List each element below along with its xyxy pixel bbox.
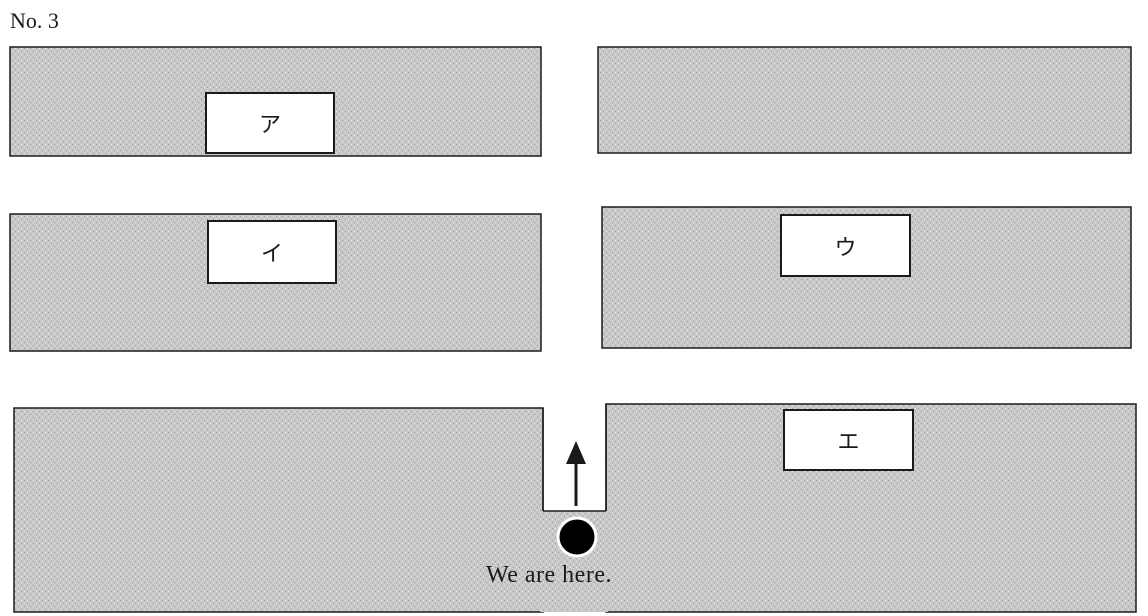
building-label-u: ウ <box>780 214 911 277</box>
block-top-right <box>597 46 1132 154</box>
we-are-here-caption: We are here. <box>486 562 612 588</box>
building-label-i: イ <box>207 220 337 284</box>
map-number: No. 3 <box>10 8 59 33</box>
block-bottom-left <box>13 407 544 613</box>
current-location-dot <box>556 516 598 558</box>
building-label-e: エ <box>783 409 914 471</box>
direction-arrow-head <box>566 441 586 464</box>
building-label-a: ア <box>205 92 335 154</box>
